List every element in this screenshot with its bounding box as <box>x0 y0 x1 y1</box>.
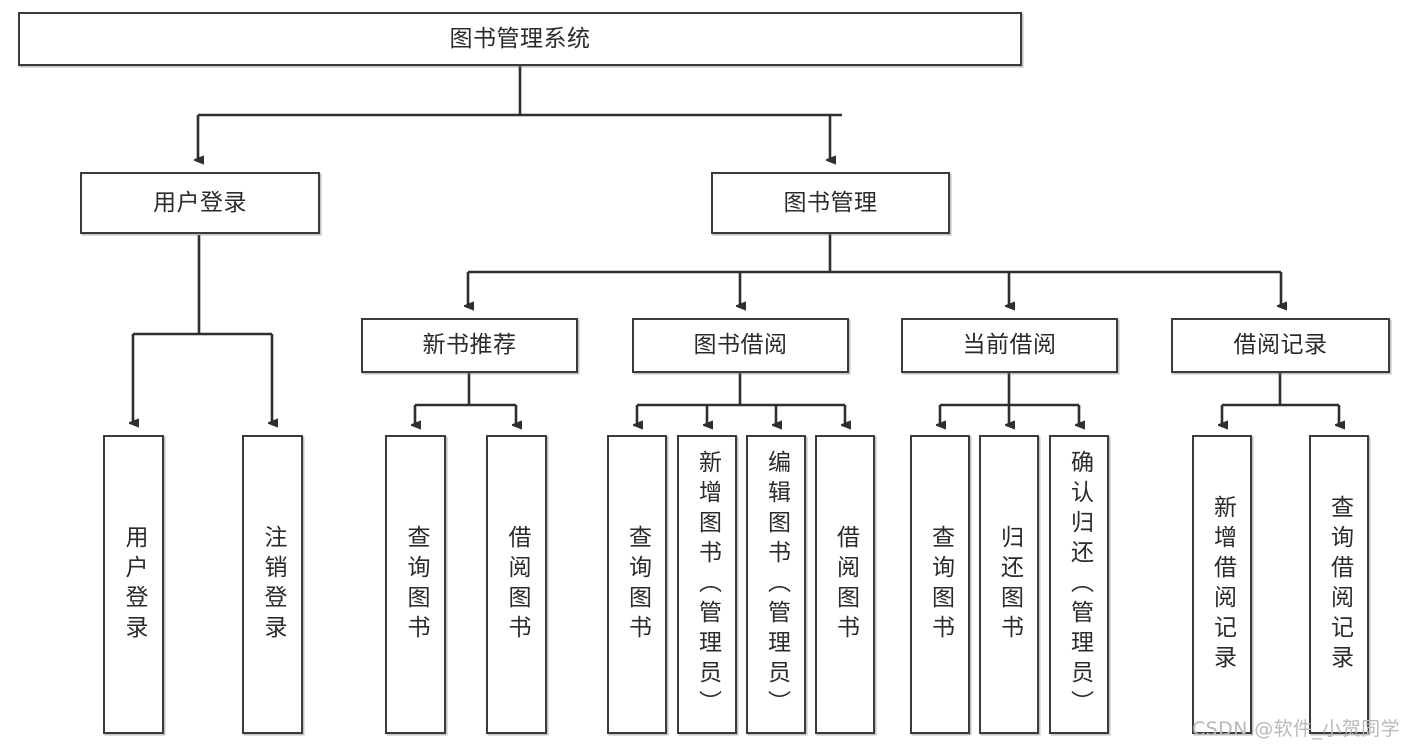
node-label: 新增借阅记录 <box>1209 494 1236 675</box>
node-new-book-recommend[interactable]: 新书推荐 <box>361 318 578 373</box>
node-label: 用户登录 <box>121 524 147 645</box>
node-book-borrow[interactable]: 图书借阅 <box>632 318 849 373</box>
node-label: 确认归还（管理员） <box>1066 449 1093 720</box>
node-label: 图书借阅 <box>693 332 788 358</box>
leaf-borrow-add-book-admin[interactable]: 新增图书（管理员） <box>677 435 737 734</box>
node-label: 新书推荐 <box>422 332 517 358</box>
leaf-user-login-login[interactable]: 用户登录 <box>103 435 164 734</box>
leaf-borrow-edit-book-admin[interactable]: 编辑图书（管理员） <box>746 435 806 734</box>
node-label: 归还图书 <box>996 524 1023 645</box>
node-label: 用户登录 <box>153 189 247 216</box>
node-label: 查询图书 <box>927 524 954 645</box>
node-borrow-record[interactable]: 借阅记录 <box>1171 318 1390 373</box>
leaf-borrow-query-book[interactable]: 查询图书 <box>607 435 667 734</box>
node-label: 当前借阅 <box>962 332 1057 358</box>
node-label: 查询图书 <box>624 524 651 645</box>
node-label: 查询借阅记录 <box>1326 494 1353 675</box>
node-root-library-system[interactable]: 图书管理系统 <box>18 12 1022 66</box>
csdn-watermark: CSDN @软件_小贺同学 <box>1192 718 1400 740</box>
node-label: 查询图书 <box>403 524 429 645</box>
leaf-current-query-book[interactable]: 查询图书 <box>910 435 970 734</box>
node-user-login[interactable]: 用户登录 <box>80 172 320 234</box>
node-book-management[interactable]: 图书管理 <box>711 172 950 234</box>
node-label: 新增图书（管理员） <box>694 449 721 720</box>
leaf-current-confirm-return-admin[interactable]: 确认归还（管理员） <box>1049 435 1109 734</box>
node-label: 借阅图书 <box>832 524 859 645</box>
leaf-record-add-borrow-record[interactable]: 新增借阅记录 <box>1192 435 1252 734</box>
leaf-user-login-logout[interactable]: 注销登录 <box>242 435 303 734</box>
node-label: 借阅图书 <box>504 524 530 645</box>
leaf-recommend-query-book[interactable]: 查询图书 <box>385 435 446 734</box>
node-label: 图书管理 <box>783 189 878 216</box>
node-label: 注销登录 <box>260 524 286 645</box>
node-label: 借阅记录 <box>1233 332 1328 358</box>
node-label: 图书管理系统 <box>449 25 591 52</box>
leaf-borrow-borrow-book[interactable]: 借阅图书 <box>815 435 875 734</box>
leaf-recommend-borrow-book[interactable]: 借阅图书 <box>486 435 547 734</box>
node-current-borrow[interactable]: 当前借阅 <box>901 318 1118 373</box>
leaf-record-query-borrow-record[interactable]: 查询借阅记录 <box>1309 435 1369 734</box>
node-label: 编辑图书（管理员） <box>763 449 790 720</box>
leaf-current-return-book[interactable]: 归还图书 <box>979 435 1039 734</box>
